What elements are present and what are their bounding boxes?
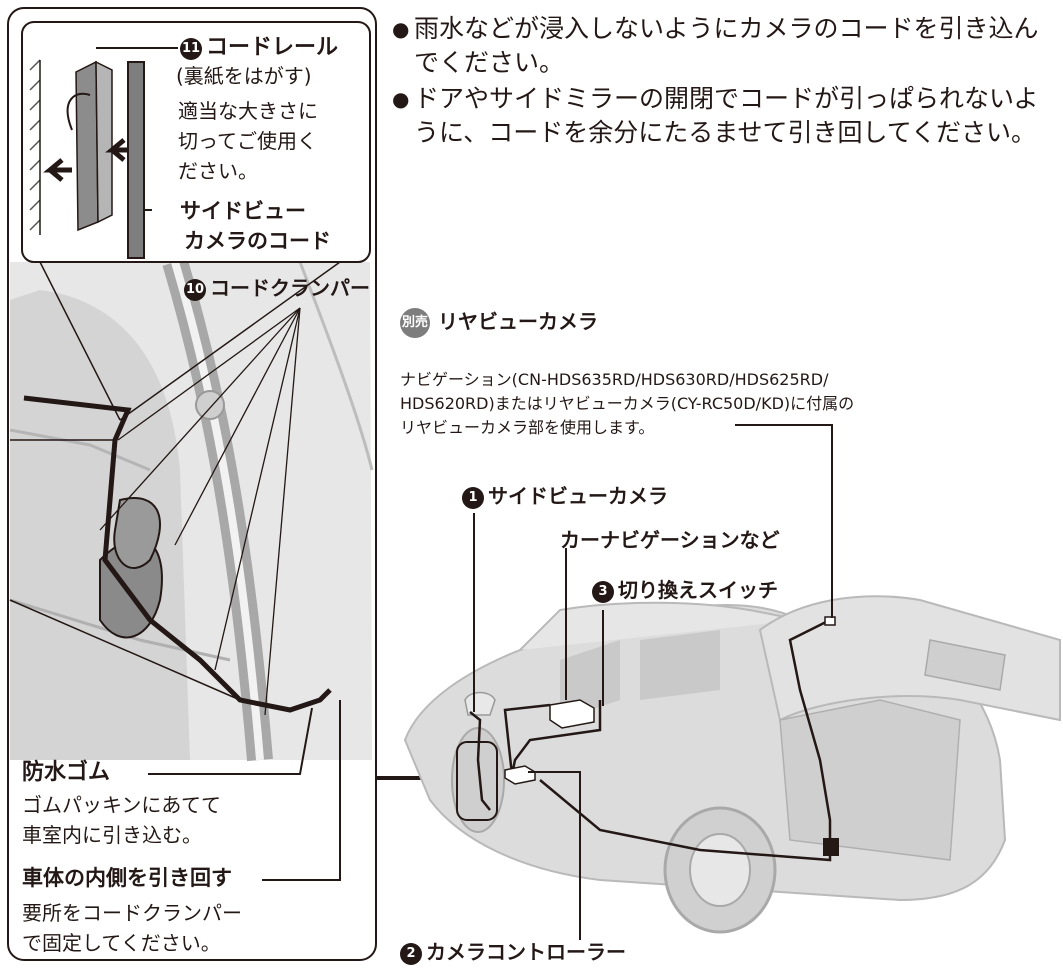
number-badge: 3: [592, 581, 614, 603]
cord-rail-inset: [21, 21, 371, 263]
rear-camera-title: リヤビューカメラ: [438, 309, 598, 334]
waterproof-desc-line: 車室内に引き込む。: [22, 823, 202, 847]
routing-desc-line: で固定してください。: [22, 931, 221, 955]
rear-camera-desc-line: リヤビューカメラ部を使用します。: [400, 418, 655, 437]
rear-camera-desc-line: ナビゲーション(CN-HDS635RD/HDS630RD/HDS625RD/: [400, 370, 829, 389]
door-pillar-illustration: [9, 258, 374, 762]
bullet-mark: ●: [392, 87, 410, 111]
left-callout-leaders: [148, 700, 341, 881]
component-label: 切り換えスイッチ: [618, 578, 778, 602]
camera-cord-label-line: サイドビュー: [180, 199, 306, 223]
cord-clamper-text: コードクランパー: [210, 276, 370, 300]
routing-title: 車体の内側を引き回す: [22, 866, 232, 890]
sold-separately-badge: 別売: [400, 308, 430, 338]
rear-camera-heading: 別売リヤビューカメラ: [400, 308, 598, 338]
number-badge: 2: [400, 943, 422, 965]
component-label: カメラコントローラー: [426, 940, 626, 964]
camera-cord-label-line: カメラのコード: [184, 229, 331, 253]
bullet-item-2: ● ドアやサイドミラーの開閉でコードが引っぱられないように、コードを余分にたるま…: [392, 82, 1052, 150]
car-illustration: [403, 595, 1061, 934]
number-badge: 1: [462, 487, 484, 509]
waterproof-desc-line: ゴムパッキンにあてて: [22, 793, 221, 817]
routing-desc-line: 要所をコードクランパー: [22, 901, 242, 925]
bullet-mark: ●: [392, 17, 410, 41]
component-label: サイドビューカメラ: [488, 484, 668, 508]
cord-rail-desc-line: 適当な大きさに: [178, 99, 318, 123]
cord-rail-desc-line: ださい。: [178, 159, 258, 183]
car-navigation-label: カーナビゲーションなど: [560, 528, 780, 552]
waterproof-rubber-desc: ゴムパッキンにあてて 車室内に引き込む。: [22, 790, 221, 850]
cord-rail-desc-line: 切ってご使用く: [178, 129, 317, 153]
car-callout-leaders: [473, 424, 833, 940]
bullet-text: ドアやサイドミラーの開閉でコードが引っぱられないように、コードを余分にたるませて…: [414, 84, 1039, 147]
waterproof-rubber-title: 防水ゴム: [22, 760, 111, 785]
cord-rail-note: (裏紙をはがす): [176, 64, 312, 88]
cord-rail-label: コードレール: [206, 35, 339, 60]
rear-camera-desc: ナビゲーション(CN-HDS635RD/HDS630RD/HDS625RD/ H…: [400, 368, 854, 440]
camera-cord-label: サイドビュー カメラのコード: [160, 196, 331, 256]
number-badge: 10: [184, 279, 206, 301]
number-badge: 11: [180, 38, 202, 60]
rear-camera-desc-line: HDS620RD)またはリヤビューカメラ(CY-RC50D/KD)に付属の: [400, 394, 855, 413]
bullet-item-1: ● 雨水などが浸入しないようにカメラのコードを引き込んでください。: [392, 12, 1052, 80]
bullet-text: 雨水などが浸入しないようにカメラのコードを引き込んでください。: [414, 14, 1039, 77]
routing-desc: 要所をコードクランパー で固定してください。: [22, 898, 242, 958]
cord-rail-desc: 適当な大きさに 切ってご使用く ださい。: [178, 96, 318, 186]
